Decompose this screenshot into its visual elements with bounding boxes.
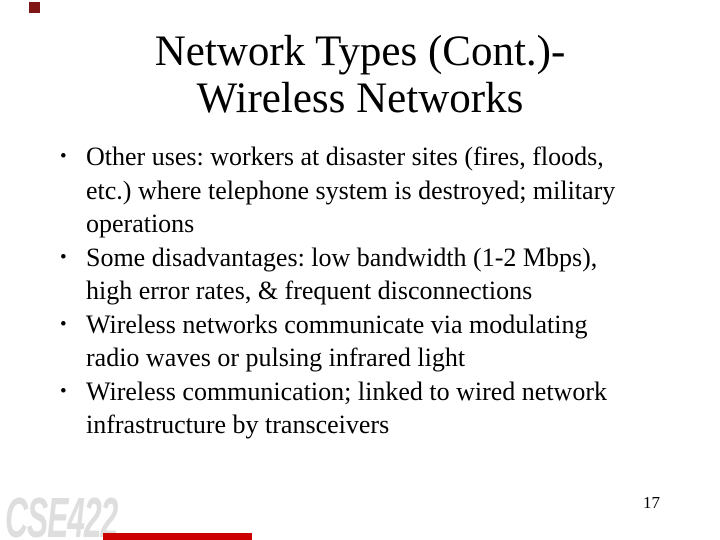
bullet-text-line: infrastructure by transceivers (86, 410, 390, 439)
bullet-text: Other uses: workers at disaster sites (f… (86, 140, 674, 241)
bullet-text-line: Wireless communication; linked to wired … (86, 376, 607, 406)
bullet-text: Wireless communication; linked to wired … (86, 375, 674, 442)
slide-title-line1: Network Types (Cont.)- (154, 28, 566, 75)
bullet-text-line: radio waves or pulsing infrared light (86, 343, 466, 372)
slide-title: Network Types (Cont.)- Wireless Networks (0, 28, 720, 122)
bullet-item: • Some disadvantages: low bandwidth (1-2… (58, 241, 674, 308)
bullet-text-line: Other uses: workers at disaster sites (f… (86, 142, 604, 171)
bullet-icon: • (60, 246, 67, 268)
progress-bar (103, 533, 252, 540)
bullet-item: • Wireless networks communicate via modu… (58, 308, 674, 375)
bullet-icon: • (60, 313, 67, 335)
page-number: 17 (643, 493, 660, 512)
slide-title-line2: Wireless Networks (196, 75, 524, 122)
bullet-text: Wireless networks communicate via modula… (86, 308, 674, 375)
bullet-icon: • (60, 380, 67, 402)
bullet-text: Some disadvantages: low bandwidth (1-2 M… (86, 241, 674, 308)
bullet-text-line: operations (86, 209, 195, 238)
bullet-list: • Other uses: workers at disaster sites … (58, 140, 674, 442)
bullet-text-line: Some disadvantages: low bandwidth (1-2 M… (86, 242, 598, 272)
bullet-text-line: high error rates, & frequent disconnecti… (86, 276, 533, 305)
bullet-item: • Wireless communication; linked to wire… (58, 375, 674, 442)
top-red-marker (29, 2, 40, 13)
bullet-item: • Other uses: workers at disaster sites … (58, 140, 674, 241)
bullet-icon: • (60, 146, 67, 167)
watermark-cse422: CSE422 (5, 486, 118, 540)
bullet-text-line: etc.) where telephone system is destroye… (86, 175, 616, 205)
bullet-text-line: Wireless networks communicate via modula… (86, 309, 588, 339)
